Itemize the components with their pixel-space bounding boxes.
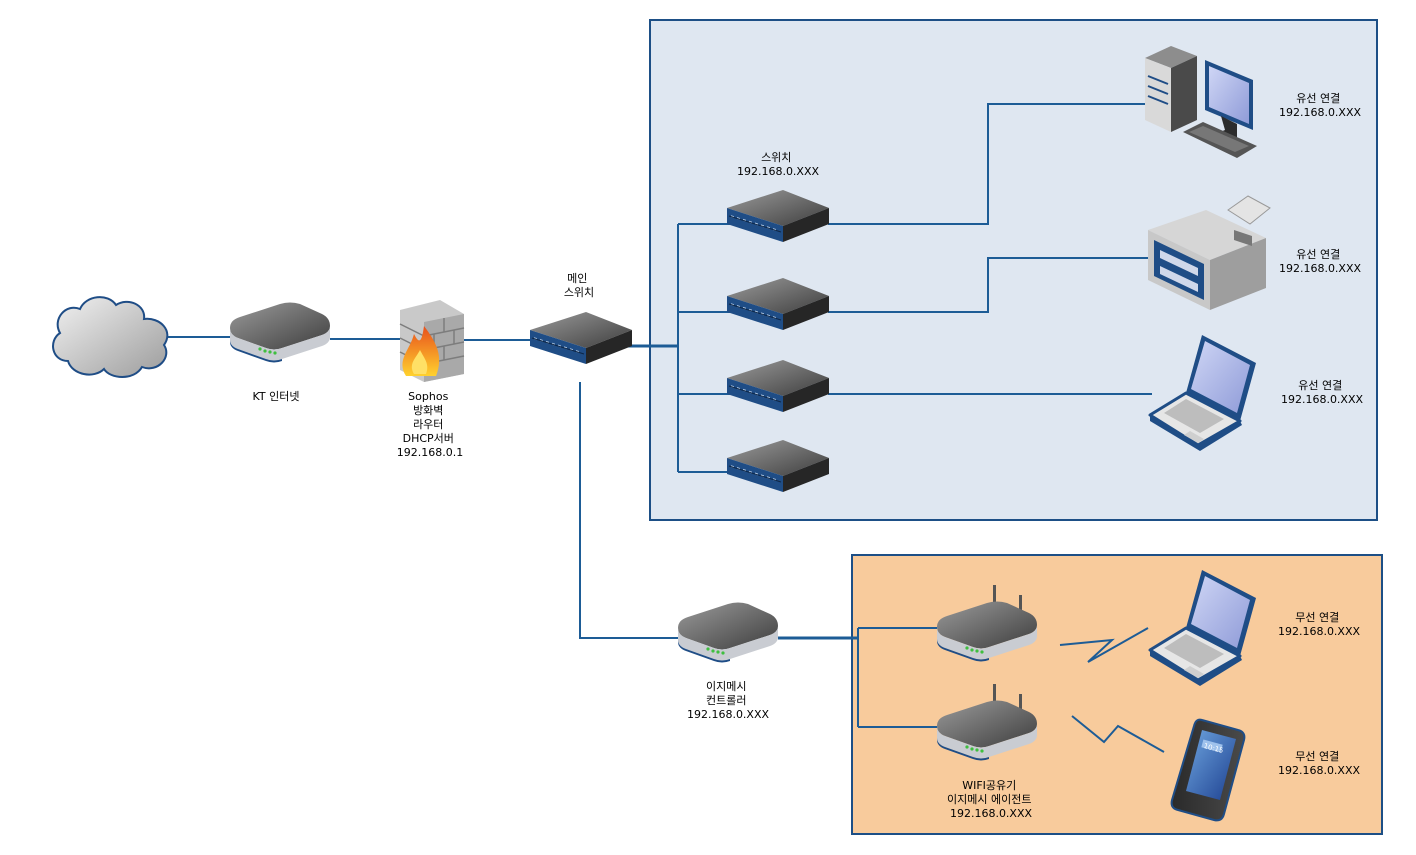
- wired-zone: [649, 19, 1378, 521]
- firewall-label: Sophos 방화벽 라우터 DHCP서버 192.168.0.1: [397, 390, 463, 459]
- firewall-icon[interactable]: [399, 300, 465, 382]
- wifi-ap-label: WIFI공유기 이지메시 에이전트 192.168.0.XXX: [947, 779, 1035, 820]
- main-switch-label: 메인 스위치: [564, 272, 594, 299]
- desktop-pc-label: 유선 연결 192.168.0.XXX: [1279, 92, 1362, 119]
- switch-1-label: 스위치 192.168.0.XXX: [737, 151, 820, 178]
- labels: KT 인터넷 Sophos 방화벽 라우터 DHCP서버 192.168.0.1…: [253, 92, 1364, 820]
- smartphone-label: 무선 연결 192.168.0.XXX: [1278, 750, 1361, 777]
- cloud-icon: [52, 296, 169, 378]
- wireless-signal-icon: [1071, 715, 1165, 753]
- kt-internet-label: KT 인터넷: [253, 390, 300, 403]
- laptop-wireless-label: 무선 연결 192.168.0.XXX: [1278, 611, 1361, 638]
- laptop-wired-label: 유선 연결 192.168.0.XXX: [1281, 379, 1364, 406]
- main-switch-icon[interactable]: [529, 311, 633, 365]
- wireless-signal-icon: [1059, 627, 1149, 663]
- easymesh-controller-label: 이지메시 컨트롤러 192.168.0.XXX: [687, 680, 770, 721]
- wireless-zone: [851, 554, 1383, 835]
- link-sw1-desktop: [828, 103, 1148, 225]
- link-mainswitch-controller: [579, 382, 680, 639]
- router-icon[interactable]: [230, 302, 330, 363]
- desktop-pc-icon[interactable]: [1145, 46, 1257, 158]
- easymesh-controller-icon[interactable]: [678, 602, 778, 663]
- link-sw2-printer: [828, 257, 1150, 313]
- printer-label: 유선 연결 192.168.0.XXX: [1279, 248, 1362, 275]
- printer-icon[interactable]: [1148, 195, 1271, 310]
- smartphone-icon[interactable]: 10:15: [1170, 718, 1246, 822]
- connectors: [168, 103, 1152, 728]
